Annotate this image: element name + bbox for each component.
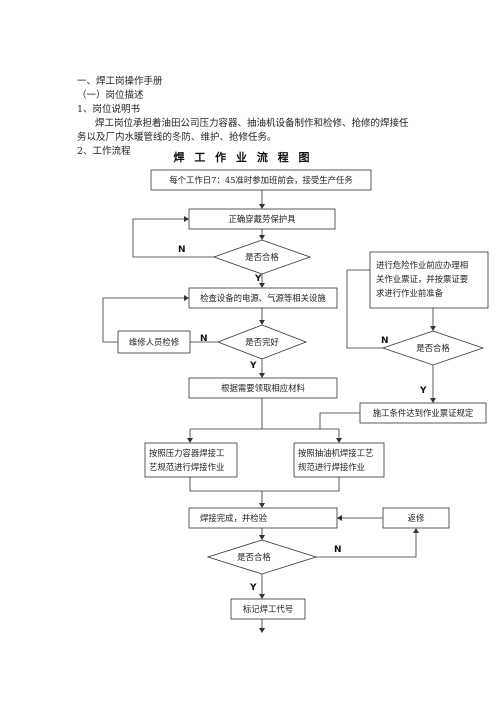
ppe-box: 正确穿戴劳保护具 [188,208,336,230]
no-label: N [200,334,208,344]
intact-check-text: 是否完好 [245,337,279,347]
permit-text: 施工条件达到作业票证规定 [373,408,474,418]
danger-text-line: 进行危险作业前应办理相 [376,260,468,270]
danger-text-line: 关作业票证，并按票证要 [376,274,468,284]
yes-label: Y [249,583,257,593]
repair-text: 维修人员检修 [129,337,180,347]
no-label: N [334,545,342,555]
arrowhead [337,515,342,521]
flow-connectors [102,190,436,633]
ppe-check-text: 是否合格 [245,252,279,262]
arrowhead [259,535,265,540]
arrowhead [184,295,189,301]
danger-work-box: 进行危险作业前应办理相 关作业票证，并按票证要 求进行作业前准备 [369,251,489,309]
arrowhead [259,628,265,633]
connector [189,477,340,492]
branch-labels: N Y N Y N Y N Y [178,245,427,593]
ppe-text: 正确穿戴劳保护具 [229,214,297,224]
arrowhead [259,594,265,599]
arrowhead [259,235,265,240]
arrowhead [259,204,265,209]
arrowhead [430,398,436,403]
inspect-text: 检查设备的电源、气源等相关设施 [200,293,326,303]
pumping-unit-text: 按照抽油机焊接工艺 [298,448,373,458]
intact-check-diamond: 是否完好 [216,324,308,360]
subsection-heading: （一）岗位描述 [77,90,144,101]
connector [132,218,214,258]
final-check-text: 是否合格 [237,552,271,562]
arrowhead [430,326,436,331]
arrowhead [187,438,193,443]
danger-text-line: 求进行作业前准备 [376,288,444,298]
pressure-vessel-text: 艺规范进行焊接作业 [149,462,224,472]
arrowhead [259,283,265,288]
arrowhead [184,216,189,222]
final-check-diamond: 是否合格 [206,539,318,575]
material-text: 根据需要领取相应材料 [221,383,305,393]
yes-label: Y [249,361,257,371]
pumping-unit-box: 按照抽油机焊接工艺 规范进行焊接作业 [293,442,385,478]
material-box: 根据需要领取相应材料 [188,377,338,399]
mark-box: 标记焊工代号 [230,598,306,620]
pumping-unit-text: 规范进行焊接作业 [298,462,365,472]
ppe-check-diamond: 是否合格 [212,239,312,275]
weld-done-box: 焊接完成，并检验 [188,507,338,529]
paragraph-line: 务以及厂内水暖管线的冬防、维护、抢修任务。 [77,132,277,143]
arrowhead [336,438,342,443]
weld-done-text: 焊接完成，并检验 [200,513,268,523]
item-heading: 1、岗位说明书 [77,104,141,115]
danger-check-text: 是否合格 [416,343,450,353]
rework-text: 返修 [408,513,425,523]
connector [316,532,417,558]
permit-box: 施工条件达到作业票证规定 [359,402,487,424]
arrowhead [413,528,419,533]
section-heading: 一、焊工岗操作手册 [77,76,163,87]
inspect-box: 检查设备的电源、气源等相关设施 [188,287,338,309]
arrowhead [259,503,265,508]
repair-box: 维修人员检修 [117,330,191,354]
no-label: N [381,336,389,346]
pressure-vessel-text: 按照压力容器焊接工 [149,448,224,458]
flowchart-title: 焊 工 作 业 流 程 图 [174,150,313,164]
rework-box: 返修 [382,507,450,529]
yes-label: Y [419,386,427,396]
item-heading: 2、工作流程 [77,146,131,157]
yes-label: Y [254,274,262,284]
arrowhead [259,373,265,378]
arrowhead [259,320,265,325]
start-text: 每个工作日7：45准时参加班前会，接受生产任务 [169,175,353,185]
connector [346,269,383,349]
connector [319,412,360,429]
connector [102,297,185,343]
start-box: 每个工作日7：45准时参加班前会，接受生产任务 [150,169,372,191]
mark-text: 标记焊工代号 [243,604,293,614]
paragraph-line: 焊工岗位承担着油田公司压力容器、抽油机设备制作和检修、抢修的焊接任 [95,118,409,129]
pressure-vessel-box: 按照压力容器焊接工 艺规范进行焊接作业 [144,442,238,478]
danger-check-diamond: 是否合格 [381,330,485,366]
no-label: N [178,245,186,255]
